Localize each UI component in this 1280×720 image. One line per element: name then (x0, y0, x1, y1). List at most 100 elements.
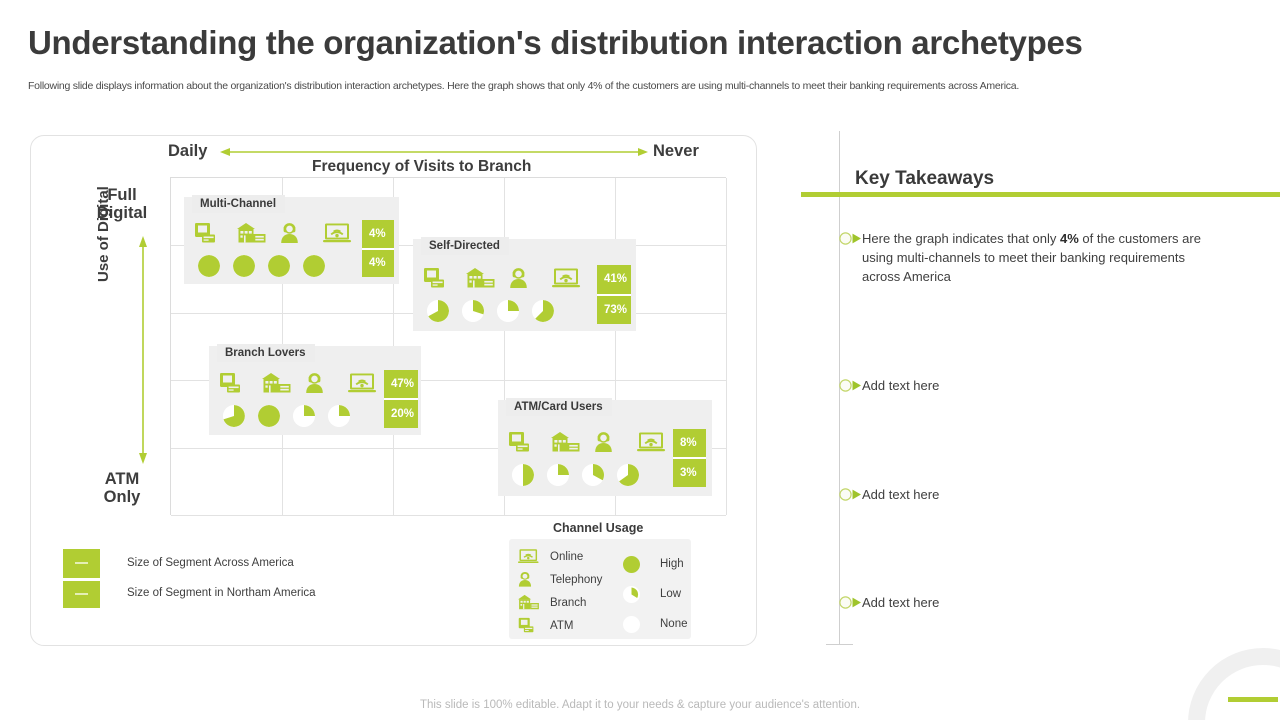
usage-pie-telephony (293, 405, 315, 427)
panel-divider (839, 131, 840, 645)
usage-pie-branch (462, 300, 484, 322)
pct-northam-america: 73% (597, 293, 631, 325)
atm-icon (518, 617, 534, 632)
takeaway-bullet-2[interactable]: Add text here (839, 377, 1217, 396)
segment-multi-channel[interactable]: Multi-Channel 4% 4% (184, 195, 399, 284)
usage-pie-telephony (497, 300, 519, 322)
channel-usage-legend: Online Telephony Branch ATM High Lo (509, 539, 691, 639)
usage-pie-atm (512, 464, 534, 486)
segment-percent-box: 41% 73% (597, 265, 631, 324)
legend-label: None (660, 618, 688, 630)
segment-channel-icons (219, 371, 378, 397)
usage-pie-branch (233, 255, 255, 277)
x-axis-right-label: Never (653, 142, 699, 160)
takeaway-bullet-4[interactable]: Add text here (839, 594, 1217, 613)
takeaway-text: Add text here (862, 487, 940, 502)
online-icon (348, 372, 377, 394)
swatch-across-america (63, 548, 100, 578)
legend-item-online: Online (518, 545, 602, 568)
bullet-marker-icon (839, 488, 861, 501)
pct-across-america: 47% (391, 378, 415, 390)
pct-across-america: 8% (680, 437, 697, 449)
legend-label: High (660, 558, 684, 570)
atm-icon (195, 223, 215, 243)
pct-across-america: 41% (604, 273, 628, 286)
legend-item-branch: Branch (518, 591, 602, 614)
segment-title: Multi-Channel (192, 195, 286, 213)
pct-northam-america: 3% (673, 457, 706, 487)
legend-label: ATM (550, 619, 574, 632)
x-axis-title: Frequency of Visits to Branch (312, 158, 532, 175)
x-axis-left-label: Daily (168, 142, 208, 160)
size-legend: Size of Segment Across America Size of S… (63, 548, 316, 608)
segment-usage-pies (223, 405, 350, 427)
legend-item-none: None (623, 609, 688, 639)
takeaway-bullet-3[interactable]: Add text here (839, 486, 1217, 505)
usage-pie-online (328, 405, 350, 427)
segment-atm-card-users[interactable]: ATM/Card Users 8% 3% (498, 398, 712, 496)
takeaway-bullet-1[interactable]: Here the graph indicates that only 4% of… (839, 230, 1217, 287)
branch-icon (237, 223, 266, 243)
usage-pie-branch (547, 464, 569, 486)
x-axis-arrow-icon (220, 148, 648, 156)
page-title: Understanding the organization's distrib… (28, 24, 1083, 61)
branch-icon (466, 268, 495, 288)
bullet-marker-icon (839, 232, 861, 245)
segment-title: Branch Lovers (217, 344, 315, 362)
telephony-icon (510, 268, 527, 288)
segment-title: ATM/Card Users (506, 398, 612, 416)
circle-empty-icon (623, 615, 640, 633)
decorative-bar (1228, 697, 1278, 702)
segment-percent-box: 4% 4% (362, 220, 394, 277)
online-icon (552, 267, 581, 289)
channel-list: Online Telephony Branch ATM (518, 545, 602, 637)
size-legend-item: Size of Segment in Northam America (63, 578, 316, 608)
pct-across-america: 4% (369, 227, 386, 240)
branch-icon (518, 594, 539, 609)
branch-icon (551, 432, 580, 452)
online-icon (637, 431, 666, 453)
segment-channel-icons (423, 266, 582, 292)
panel-divider-foot (826, 644, 853, 645)
segment-percent-box: 47% 20% (384, 370, 418, 428)
circle-partial-icon (623, 585, 640, 603)
y-axis-title: Use of Digital (95, 186, 112, 282)
usage-pie-telephony (268, 255, 290, 277)
atm-icon (424, 268, 444, 288)
size-legend-item: Size of Segment Across America (63, 548, 316, 578)
legend-label: Online (550, 550, 584, 563)
usage-pie-online (303, 255, 325, 277)
online-icon (323, 222, 352, 244)
telephony-icon (595, 432, 612, 452)
usage-pie-online (532, 300, 554, 322)
usage-pie-online (617, 464, 639, 486)
pct-northam-america: 20% (384, 398, 418, 428)
legend-item-atm: ATM (518, 614, 602, 637)
size-legend-label: Size of Segment in Northam America (127, 587, 316, 599)
segment-branch-lovers[interactable]: Branch Lovers 47% 20% (209, 344, 421, 435)
segment-self-directed[interactable]: Self-Directed 41% 73% (413, 237, 636, 331)
usage-pie-atm (198, 255, 220, 277)
segment-channel-icons (194, 221, 353, 247)
key-takeaways-title: Key Takeaways (855, 168, 995, 189)
telephony-icon (518, 571, 532, 587)
takeaway-text: Add text here (862, 378, 940, 393)
usage-pie-telephony (582, 464, 604, 486)
legend-item-telephony: Telephony (518, 568, 602, 591)
legend-label: Low (660, 588, 682, 600)
legend-item-high: High (623, 549, 688, 579)
segment-usage-pies (198, 255, 325, 277)
segment-channel-icons (508, 430, 667, 456)
legend-label: Branch (550, 596, 587, 609)
page-subtitle: Following slide displays information abo… (28, 80, 1020, 92)
usage-level-list: High Low None (623, 549, 688, 639)
branch-icon (262, 373, 291, 393)
telephony-icon (281, 223, 298, 243)
takeaway-text: Add text here (862, 595, 940, 610)
footer-note: This slide is 100% editable. Adapt it to… (419, 699, 861, 711)
bullet-marker-icon (839, 379, 861, 392)
y-axis-arrow-icon (139, 236, 147, 464)
